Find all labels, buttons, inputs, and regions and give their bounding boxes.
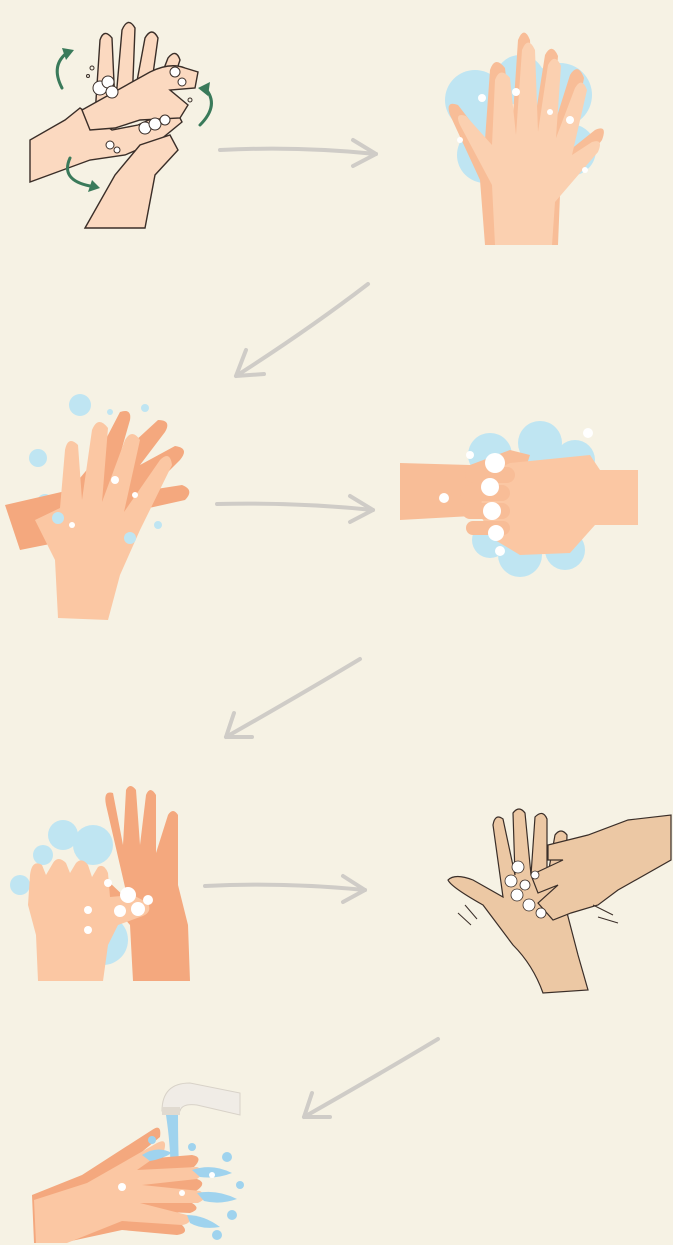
fingers-interlocked-fist-icon: [400, 421, 638, 577]
arrow-6: [298, 1035, 443, 1125]
fingertips-in-palm-icon: [447, 808, 672, 994]
arrow-1: [218, 132, 383, 172]
step-7-rinse: [22, 1075, 252, 1245]
palm-over-back-of-hand-icon: [445, 32, 604, 245]
thumb-rub-icon: [10, 786, 190, 981]
arrow-4: [220, 655, 365, 745]
interlaced-fingers-icon: [5, 394, 190, 620]
step-3-interlaced-fingers: [0, 390, 200, 625]
arrow-2: [228, 280, 378, 385]
step-5-thumb-rub: [8, 785, 198, 985]
arrow-5: [203, 870, 373, 910]
step-6-fingertips-in-palm: [443, 805, 673, 1000]
step-4-interlocked-fist: [400, 415, 645, 585]
arrow-3: [215, 488, 380, 528]
arrow-icon: [234, 282, 370, 378]
arrow-icon: [302, 1037, 440, 1119]
arrow-icon: [218, 138, 378, 168]
step-2-back-of-hands: [430, 20, 610, 245]
rinse-under-tap-icon: [32, 1082, 244, 1243]
arrow-icon: [215, 494, 375, 524]
arrow-icon: [224, 657, 362, 739]
rub-palms-with-soap-icon: [29, 21, 213, 229]
arrow-icon: [203, 874, 367, 904]
step-1-rub-palms: [20, 10, 230, 235]
